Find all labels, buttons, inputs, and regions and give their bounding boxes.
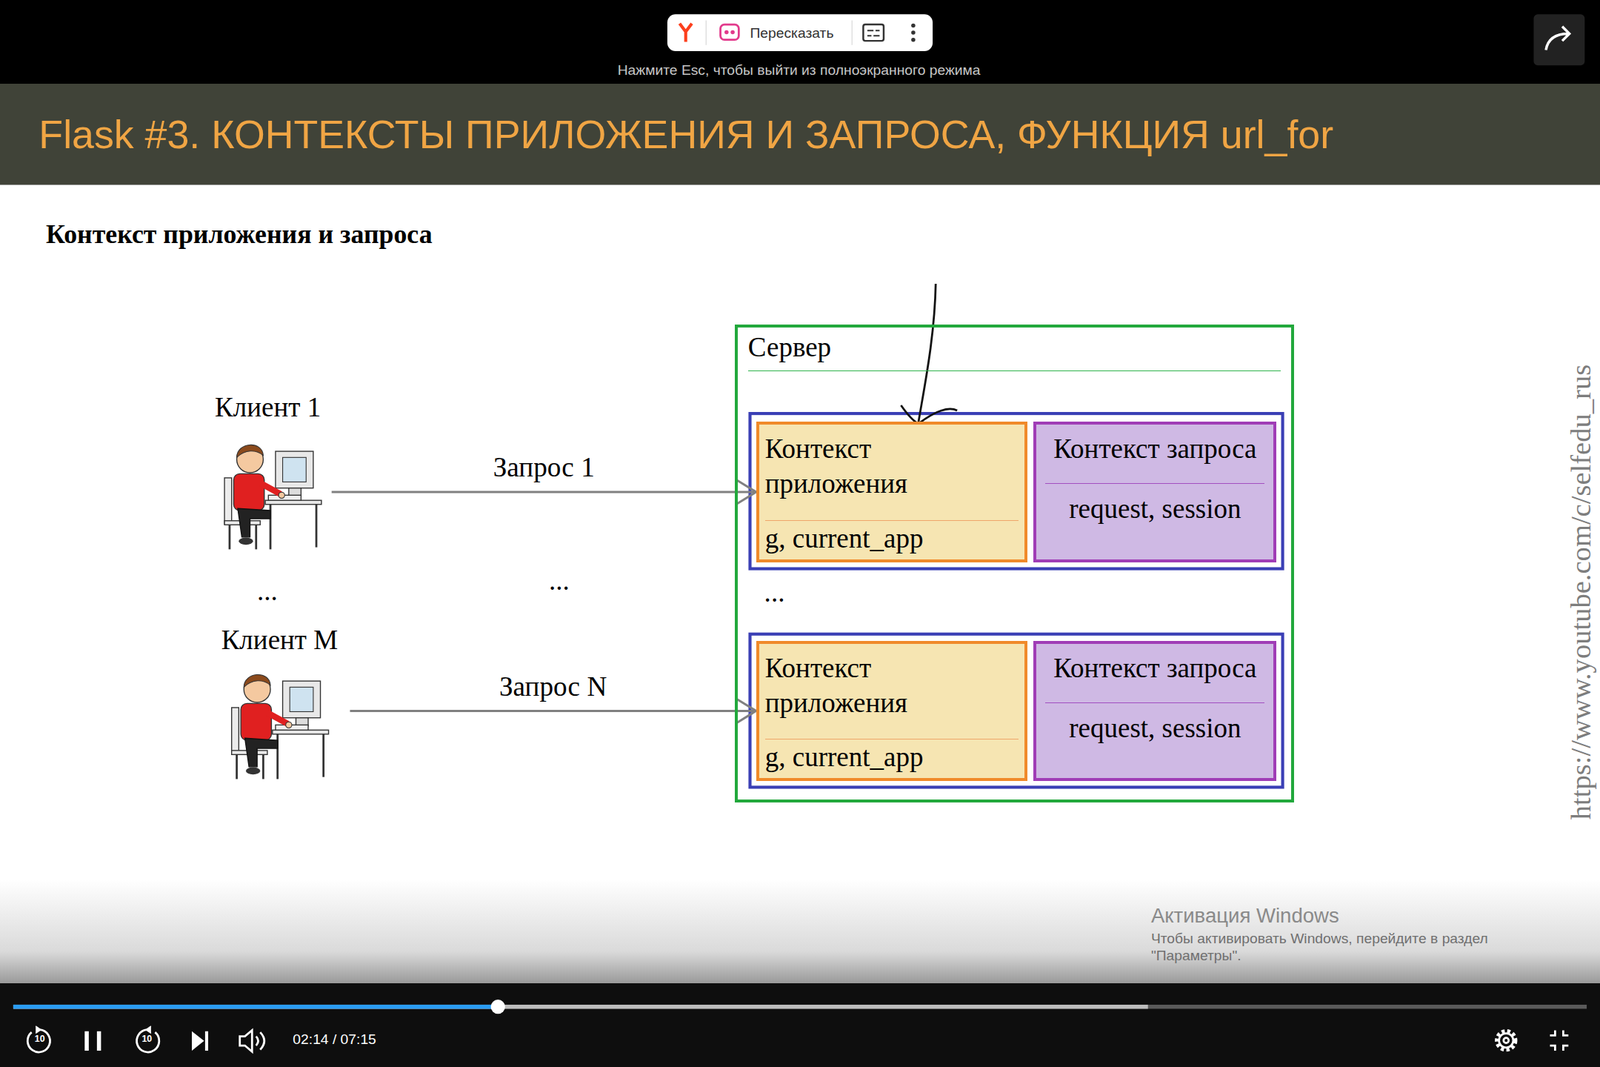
- slide-heading: Контекст приложения и запроса: [45, 218, 433, 251]
- skip-seconds: 10: [34, 1033, 46, 1045]
- summary-pill: [862, 24, 884, 41]
- slide-area: [0, 184, 1600, 983]
- summary-pill: [679, 23, 692, 43]
- node-heading: Контекст запроса: [1045, 651, 1265, 703]
- node-body: request, session: [1045, 711, 1265, 746]
- player-controls: [97, 1031, 102, 1051]
- watermark: https://www.youtube.com/c/selfedu_rus: [1566, 364, 1596, 820]
- client-figure: Клиент M: [208, 623, 350, 783]
- node-heading: Клиент M: [208, 623, 350, 657]
- player-controls: [191, 1031, 205, 1051]
- request-arrow: [349, 709, 756, 712]
- app-context-box: Контекст приложения g, current_app: [756, 640, 1028, 781]
- summary-pill: [730, 30, 735, 35]
- node-heading: Контекст запроса: [1045, 431, 1265, 484]
- hand-drawn-arrow: [918, 283, 936, 423]
- player-controls: [1497, 1031, 1516, 1050]
- node-body: g, current_app: [765, 520, 1019, 555]
- context-pair-frame: [750, 413, 1283, 569]
- summary-pill: [724, 30, 729, 35]
- summary-pill: [720, 24, 740, 40]
- progress-bar: [13, 1004, 498, 1009]
- share-button: [1545, 26, 1570, 51]
- summary-pill: [911, 37, 916, 43]
- player-controls: [256, 1031, 265, 1049]
- progress-bar: [13, 999, 1587, 1014]
- summary-pill: [851, 20, 853, 46]
- player-controls: [137, 1029, 160, 1052]
- node-heading: Клиент 1: [204, 391, 332, 424]
- player-controls: [27, 1025, 1569, 1052]
- node-heading: Сервер: [748, 331, 1281, 372]
- player-controls: [240, 1029, 253, 1052]
- share-button: [1533, 14, 1585, 66]
- node-heading: Контекст приложения: [765, 651, 1019, 720]
- share-button: [1533, 14, 1585, 66]
- progress-bar: [13, 1004, 1149, 1009]
- slide-title: Flask #3. КОНТЕКСТЫ ПРИЛОЖЕНИЯ И ЗАПРОСА…: [38, 110, 1334, 158]
- summary-pill: [667, 14, 933, 52]
- time-display: 02:14 / 07:15: [292, 1030, 376, 1048]
- node-body: request, session: [1045, 491, 1265, 527]
- request-arrow: [331, 490, 757, 493]
- title-bar: [0, 83, 1600, 185]
- ellipsis: ...: [257, 574, 278, 609]
- node-heading: Контекст приложения: [765, 431, 1019, 501]
- progress-bar: [491, 999, 506, 1014]
- button-label: Пересказать: [750, 24, 835, 42]
- app-context-box: Контекст приложения g, current_app: [756, 421, 1028, 563]
- control-bar: [0, 982, 1600, 1067]
- top-bar: [0, 0, 1600, 84]
- os-watermark: Чтобы активировать Windows, перейдите в …: [1151, 929, 1544, 964]
- hand-drawn-arrow: [900, 283, 958, 424]
- fullscreen-hint: Нажмите Esc, чтобы выйти из полноэкранно…: [617, 61, 981, 79]
- client-figure: Клиент 1: [204, 391, 332, 553]
- ellipsis: ...: [764, 576, 786, 610]
- player-controls: [205, 1031, 209, 1051]
- player-controls: [1499, 1033, 1514, 1048]
- server-box: СерверКонтекст приложенияg, current_appК…: [734, 324, 1295, 803]
- player-controls: [1550, 1029, 1569, 1051]
- os-watermark: Активация Windows: [1151, 902, 1340, 928]
- player-controls: [27, 1029, 50, 1052]
- summary-pill: [867, 30, 880, 36]
- context-pair-frame: [750, 634, 1283, 788]
- player-controls: [145, 1025, 152, 1034]
- node-body: g, current_app: [765, 738, 1019, 774]
- edge-label: Запрос N: [499, 670, 607, 704]
- connector-layer: [331, 491, 757, 711]
- request-context-box: Контекст запроса request, session: [1033, 421, 1277, 563]
- summary-pill: [667, 14, 933, 52]
- summary-pill: [911, 30, 916, 35]
- skip-seconds: 10: [141, 1033, 152, 1045]
- player-controls: [35, 1025, 41, 1034]
- edge-label: Запрос 1: [493, 451, 595, 485]
- ellipsis: ...: [548, 564, 570, 598]
- summary-pill: [705, 20, 707, 46]
- progress-bar: [13, 1004, 1587, 1009]
- client-illustration: [224, 444, 322, 549]
- summary-pill: [911, 23, 916, 29]
- player-controls: [84, 1031, 89, 1051]
- player-controls: [1503, 1037, 1509, 1043]
- client-illustration: [231, 674, 329, 779]
- request-context-box: Контекст запроса request, session: [1033, 640, 1277, 781]
